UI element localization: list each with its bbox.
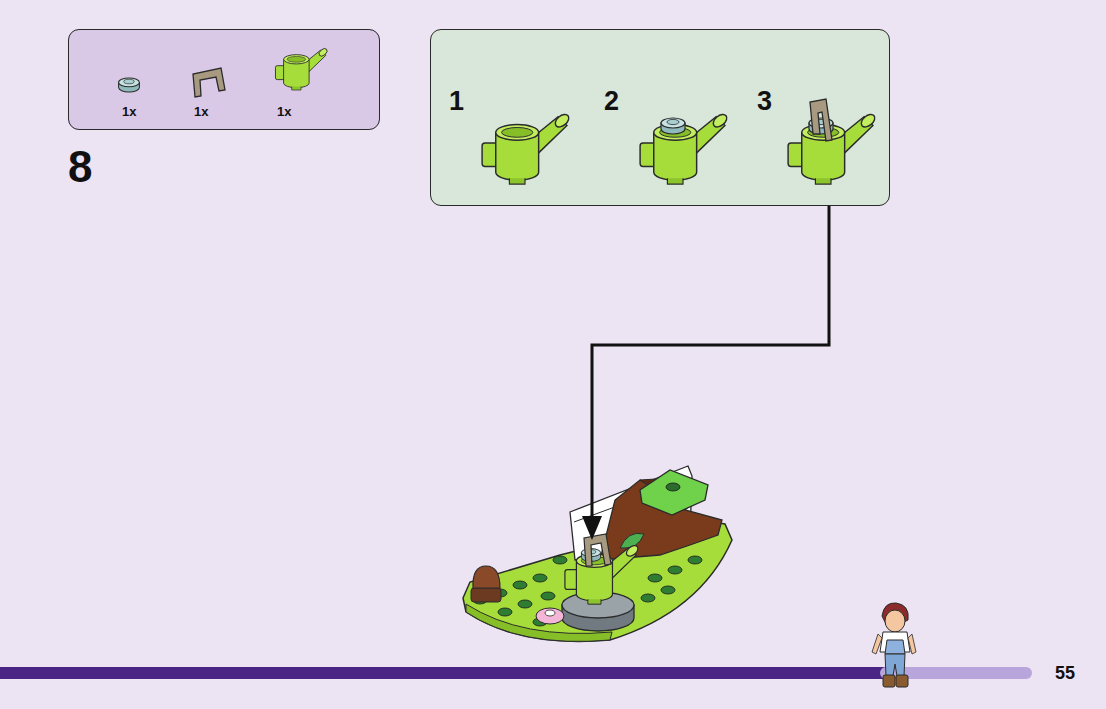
step-number: 8 <box>68 145 92 189</box>
part-quantity: 1x <box>122 105 136 118</box>
substep-number: 3 <box>757 88 772 115</box>
part-quantity: 1x <box>277 105 291 118</box>
substep-panel: 1 2 3 <box>430 29 890 206</box>
page-number: 55 <box>1055 664 1075 682</box>
part-quantity: 1x <box>194 105 208 118</box>
substep-number: 1 <box>449 88 464 115</box>
substep-number: 2 <box>604 88 619 115</box>
parts-panel: 1x 1x 1x <box>68 29 380 130</box>
